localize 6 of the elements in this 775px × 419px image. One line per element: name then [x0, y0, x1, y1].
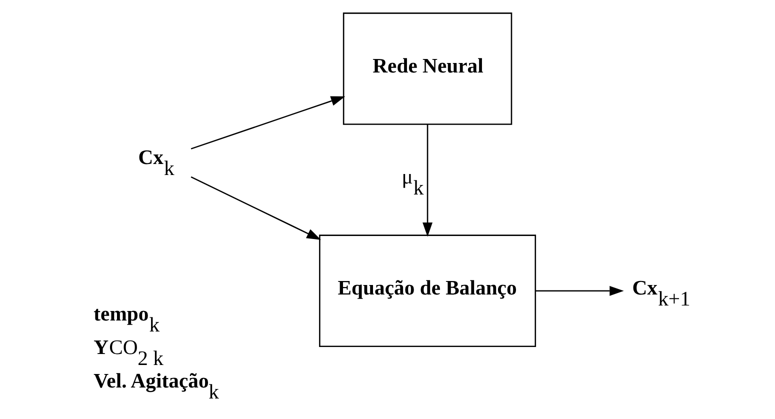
node-box: Rede Neural	[342, 12, 512, 125]
node-box: Equação de Balanço	[319, 234, 536, 348]
arrow	[535, 286, 624, 296]
arrow	[190, 176, 321, 240]
arrow	[190, 96, 346, 150]
arrow	[422, 124, 433, 237]
